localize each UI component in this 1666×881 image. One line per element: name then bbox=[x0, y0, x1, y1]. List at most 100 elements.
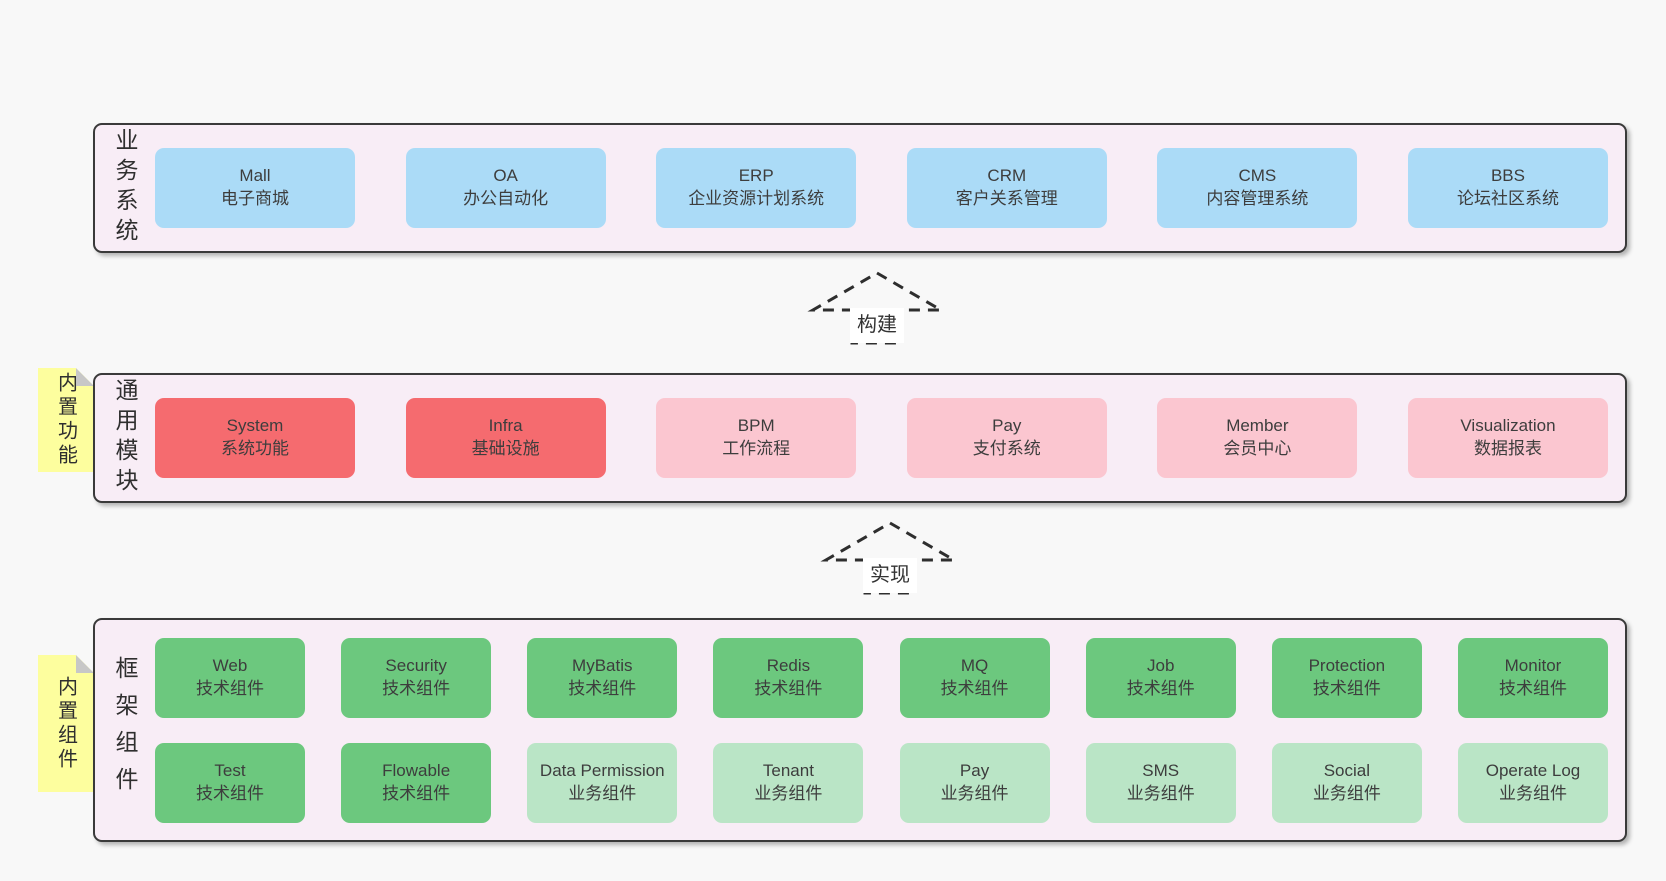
layer-side-label: 框架组件 bbox=[112, 656, 138, 804]
arrow-label: 实现 bbox=[870, 563, 910, 586]
arrow-label: 构建 bbox=[857, 313, 897, 336]
module-name: Social bbox=[1323, 760, 1370, 780]
sticky-note-builtin-features: 内置功能 bbox=[38, 368, 94, 472]
sticky-note-label: 内置组件 bbox=[54, 675, 77, 772]
folded-corner-icon bbox=[76, 655, 94, 673]
module-box-visualization: Visualization 数据报表 bbox=[1407, 398, 1608, 478]
module-subtitle: 支付系统 bbox=[972, 439, 1041, 458]
arrow-label-bg bbox=[863, 558, 917, 593]
up-arrow-icon bbox=[820, 521, 960, 595]
module-box-test: Test 技术组件 bbox=[155, 742, 305, 823]
module-subtitle: 业务组件 bbox=[940, 783, 1009, 803]
module-name: MQ bbox=[960, 655, 989, 675]
module-subtitle: 业务组件 bbox=[1498, 783, 1567, 803]
module-subtitle: 业务组件 bbox=[568, 783, 637, 803]
module-name: Pay bbox=[992, 416, 1022, 436]
module-name: Protection bbox=[1308, 655, 1386, 675]
module-box-protection: Protection 技术组件 bbox=[1271, 637, 1422, 718]
module-subtitle: 技术组件 bbox=[1312, 678, 1381, 698]
module-box-mall: Mall 电子商城 bbox=[155, 148, 355, 228]
module-subtitle: 工作流程 bbox=[722, 439, 791, 458]
module-subtitle: 技术组件 bbox=[1126, 678, 1195, 698]
module-subtitle: 技术组件 bbox=[196, 678, 264, 698]
module-box-sms: SMS 业务组件 bbox=[1085, 742, 1236, 823]
module-name: BBS bbox=[1490, 166, 1525, 186]
module-name: BPM bbox=[737, 416, 775, 436]
module-name: Visualization bbox=[1460, 416, 1556, 436]
module-box-member: Member 会员中心 bbox=[1157, 398, 1358, 478]
module-box-redis: Redis 技术组件 bbox=[713, 637, 864, 718]
module-subtitle: 内容管理系统 bbox=[1206, 189, 1309, 208]
module-subtitle: 业务组件 bbox=[1126, 783, 1195, 803]
module-name: CRM bbox=[987, 166, 1027, 186]
module-subtitle: 技术组件 bbox=[1498, 678, 1567, 698]
module-name: CMS bbox=[1238, 166, 1277, 186]
module-box-pay: Pay 业务组件 bbox=[899, 742, 1050, 823]
module-name: Operate Log bbox=[1485, 760, 1581, 780]
layer-side-label: 业务系统 bbox=[112, 128, 138, 248]
up-arrow-icon bbox=[807, 271, 947, 345]
module-name: Member bbox=[1226, 416, 1289, 436]
module-name: Pay bbox=[959, 760, 990, 780]
module-name: Security bbox=[385, 655, 447, 675]
module-subtitle: 技术组件 bbox=[196, 783, 264, 803]
module-subtitle: 办公自动化 bbox=[463, 189, 549, 208]
module-name: Test bbox=[214, 760, 246, 780]
module-subtitle: 系统功能 bbox=[221, 439, 289, 458]
module-box-operate-log: Operate Log 业务组件 bbox=[1457, 742, 1608, 823]
module-name: Tenant bbox=[762, 760, 814, 780]
module-subtitle: 技术组件 bbox=[940, 678, 1009, 698]
module-box-mq: MQ 技术组件 bbox=[899, 637, 1050, 718]
module-subtitle: 会员中心 bbox=[1223, 439, 1292, 458]
module-box-security: Security 技术组件 bbox=[341, 637, 492, 718]
module-name: Mall bbox=[239, 166, 271, 186]
module-box-data-permission: Data Permission 业务组件 bbox=[527, 742, 678, 823]
module-name: System bbox=[226, 416, 284, 436]
module-subtitle: 技术组件 bbox=[382, 678, 451, 698]
module-subtitle: 客户关系管理 bbox=[955, 189, 1058, 208]
module-subtitle: 数据报表 bbox=[1473, 439, 1542, 458]
module-name: SMS bbox=[1142, 760, 1180, 780]
module-subtitle: 电子商城 bbox=[221, 189, 289, 208]
layer-side-label: 通用模块 bbox=[112, 378, 138, 498]
sticky-note-label: 内置功能 bbox=[54, 372, 77, 468]
module-subtitle: 技术组件 bbox=[754, 678, 823, 698]
module-box-bpm: BPM 工作流程 bbox=[656, 398, 857, 478]
module-box-tenant: Tenant 业务组件 bbox=[713, 742, 864, 823]
module-name: Flowable bbox=[382, 760, 451, 780]
dashed-up-arrow-build: 构建 bbox=[807, 270, 947, 346]
module-box-web: Web 技术组件 bbox=[155, 637, 305, 718]
module-subtitle: 企业资源计划系统 bbox=[688, 189, 825, 208]
module-subtitle: 业务组件 bbox=[754, 783, 823, 803]
module-name: ERP bbox=[738, 166, 774, 186]
module-box-erp: ERP 企业资源计划系统 bbox=[656, 148, 857, 228]
sticky-note-builtin-components: 内置组件 bbox=[38, 655, 94, 792]
module-box-cms: CMS 内容管理系统 bbox=[1157, 148, 1358, 228]
module-box-pay: Pay 支付系统 bbox=[906, 398, 1107, 478]
module-name: Web bbox=[212, 655, 248, 675]
folded-corner-icon bbox=[76, 368, 94, 386]
arrow-label-bg bbox=[850, 308, 904, 343]
module-box-system: System 系统功能 bbox=[155, 398, 355, 478]
module-name: Redis bbox=[766, 655, 811, 675]
module-name: MyBatis bbox=[572, 655, 633, 675]
module-subtitle: 基础设施 bbox=[471, 439, 540, 458]
module-name: Data Permission bbox=[539, 760, 665, 780]
